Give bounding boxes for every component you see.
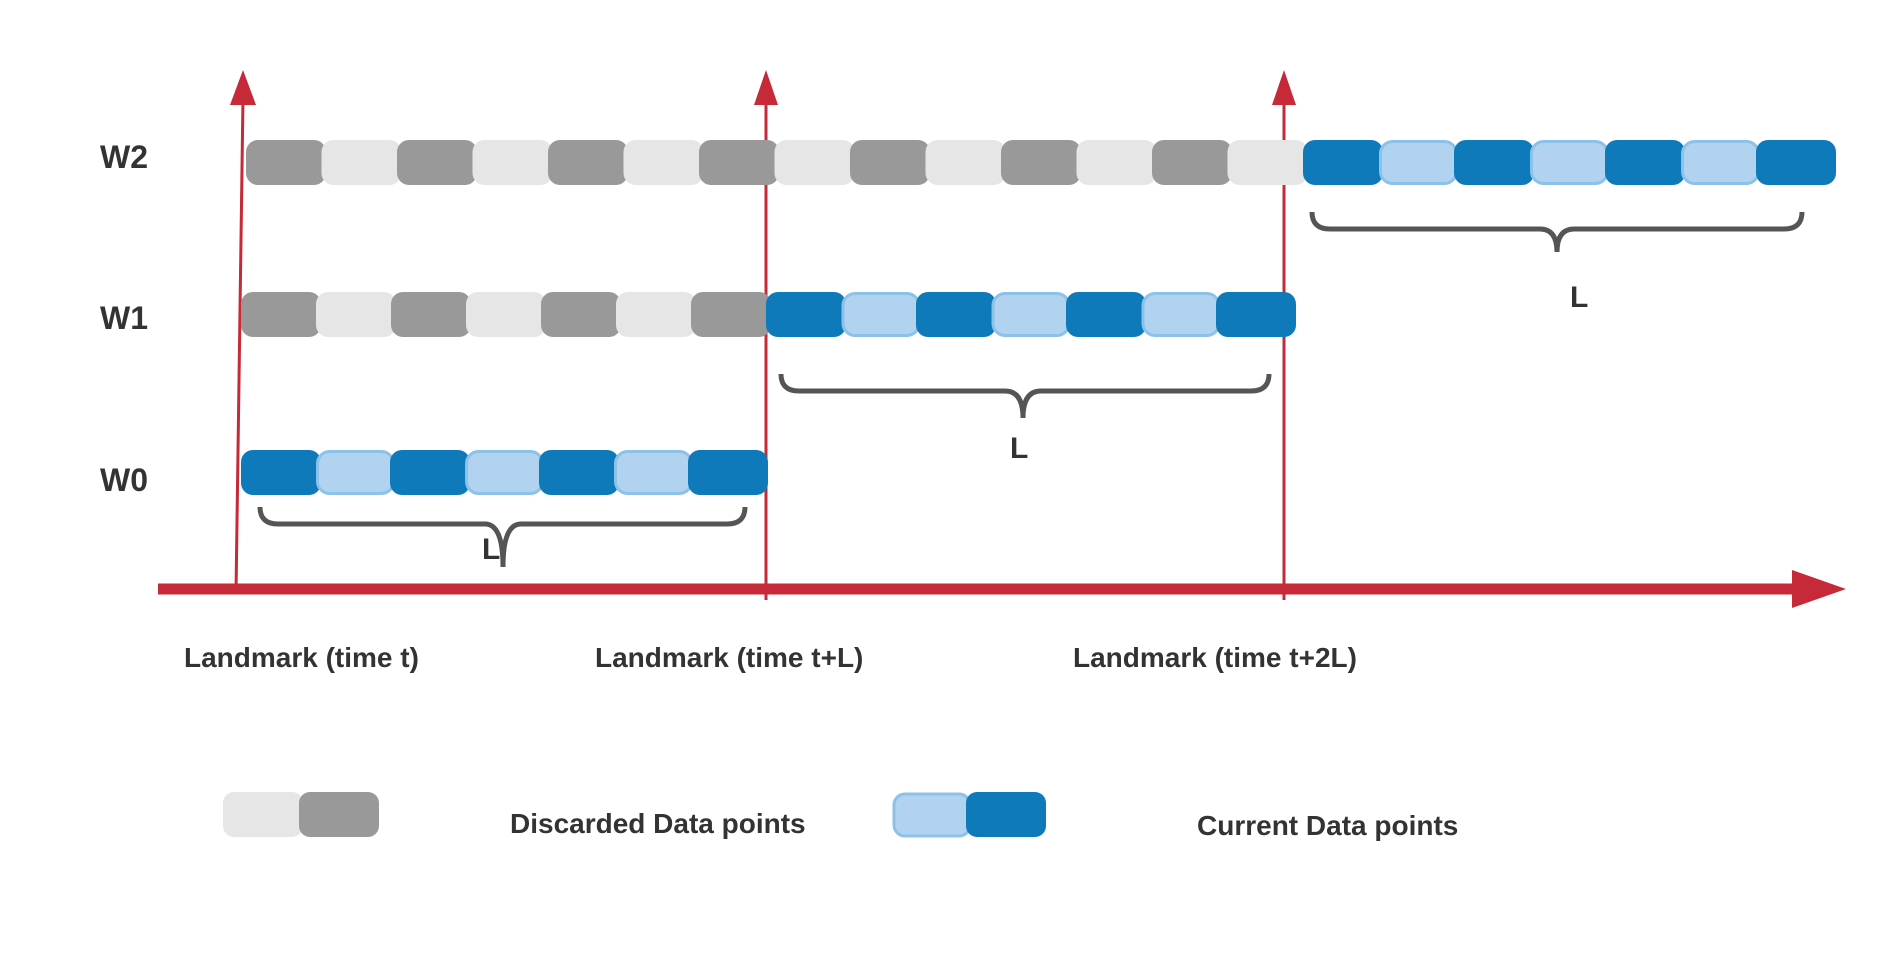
w0-current-data-point-4 [465, 450, 544, 495]
w2-discarded-data-point-10 [925, 140, 1006, 185]
time-axis [158, 570, 1846, 608]
w1-discarded-data-point-4 [466, 292, 546, 337]
w2-discarded-data-point-11 [1001, 140, 1081, 185]
w1-discarded-data-point-5 [541, 292, 621, 337]
w2-discarded-data-point-9 [850, 140, 930, 185]
w2-discarded-data-point-12 [1076, 140, 1157, 185]
landmark-arrow-t [230, 70, 256, 594]
brace-label-w0: L [482, 533, 501, 566]
w1-discarded-data-point-6 [616, 292, 696, 337]
w1-current-data-point-10 [916, 292, 996, 337]
w2-discarded-data-point-3 [397, 140, 477, 185]
w0-current-data-point-3 [390, 450, 470, 495]
w1-current-data-point-9 [841, 292, 921, 337]
legend-discarded-swatch [223, 792, 379, 837]
w2-discarded-data-point-1 [246, 140, 326, 185]
w1-discarded-data-point-7 [691, 292, 771, 337]
w1-current-data-point-12 [1066, 292, 1146, 337]
w2-discarded-data-point-5 [548, 140, 628, 185]
w2-current-data-point-19 [1605, 140, 1685, 185]
legend-current-swatch [892, 792, 1046, 838]
w2-current-data-point-16 [1379, 140, 1458, 185]
w2-current-data-point-17 [1454, 140, 1534, 185]
brace-w0 [257, 506, 748, 568]
legend-current-label: Current Data points [1197, 810, 1459, 841]
landmark-arrowhead-t [230, 70, 256, 105]
w0-current-data-point-5 [539, 450, 619, 495]
w2-discarded-data-point-7 [699, 140, 779, 185]
time-axis-arrowhead [1792, 570, 1846, 608]
landmark-label-t-plus-l: Landmark (time t+L) [595, 642, 864, 673]
w0-current-data-point-1 [241, 450, 321, 495]
brace-label-w2: L [1570, 281, 1589, 314]
w2-discarded-data-point-13 [1152, 140, 1232, 185]
w0-current-data-point-2 [316, 450, 395, 495]
w2-discarded-data-point-14 [1227, 140, 1308, 185]
window-row-w1 [241, 292, 1296, 337]
landmark-label-t: Landmark (time t) [184, 642, 419, 673]
w2-discarded-data-point-6 [623, 140, 704, 185]
window-row-w0 [241, 450, 768, 495]
brace-w1 [778, 373, 1272, 419]
w1-current-data-point-14 [1216, 292, 1296, 337]
w2-current-data-point-21 [1756, 140, 1836, 185]
w0-current-data-point-7 [688, 450, 768, 495]
landmark-arrowhead-t-plus-l [754, 70, 778, 105]
row-label-w0: W0 [100, 462, 148, 498]
row-label-w1: W1 [100, 300, 148, 336]
w1-current-data-point-13 [1141, 292, 1221, 337]
landmark-label-t-plus-2l: Landmark (time t+2L) [1073, 642, 1357, 673]
w2-current-data-point-18 [1530, 140, 1609, 185]
w1-current-data-point-11 [991, 292, 1071, 337]
w1-discarded-data-point-2 [316, 292, 396, 337]
w1-discarded-data-point-3 [391, 292, 471, 337]
w1-discarded-data-point-1 [241, 292, 321, 337]
brace-w2 [1309, 211, 1805, 253]
w2-current-data-point-20 [1681, 140, 1760, 185]
w2-current-data-point-15 [1303, 140, 1383, 185]
landmark-arrowhead-t-plus-2l [1272, 70, 1296, 105]
legend-discarded-label: Discarded Data points [510, 808, 806, 839]
brace-label-w1: L [1010, 432, 1029, 465]
w2-discarded-data-point-8 [774, 140, 855, 185]
w2-discarded-data-point-4 [472, 140, 553, 185]
w1-current-data-point-8 [766, 292, 846, 337]
window-row-w2 [246, 140, 1836, 185]
w0-current-data-point-6 [614, 450, 693, 495]
w2-discarded-data-point-2 [321, 140, 402, 185]
row-label-w2: W2 [100, 139, 148, 175]
